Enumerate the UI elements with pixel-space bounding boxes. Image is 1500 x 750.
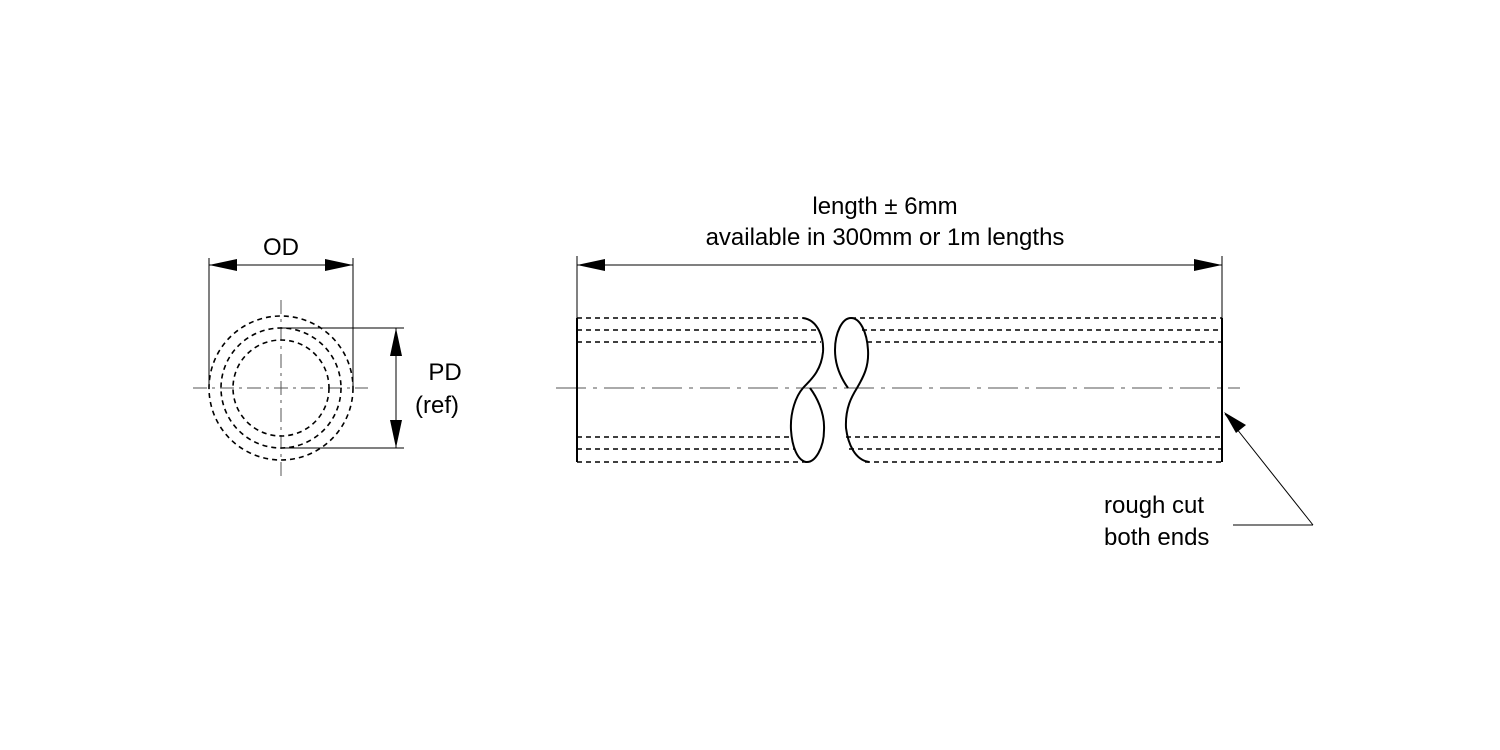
note-line-1: rough cut xyxy=(1104,492,1204,519)
rod-left-segment xyxy=(576,317,821,463)
length-arrowhead-right xyxy=(1194,259,1222,271)
note-line-2: both ends xyxy=(1104,524,1209,551)
length-dimension: length ± 6mm available in 300mm or 1m le… xyxy=(576,193,1223,318)
pd-ref-label: (ref) xyxy=(415,392,459,419)
od-dimension: OD xyxy=(208,234,354,388)
od-arrowhead-left xyxy=(209,259,237,271)
side-view: length ± 6mm available in 300mm or 1m le… xyxy=(556,193,1314,551)
note-leader-line xyxy=(1224,413,1314,526)
availability-label: available in 300mm or 1m lengths xyxy=(706,224,1065,251)
length-label: length ± 6mm xyxy=(812,193,957,220)
end-view: OD PD (ref) xyxy=(193,234,462,476)
pd-label: PD xyxy=(428,359,461,386)
end-cut-note: rough cut both ends xyxy=(1104,412,1314,551)
pd-arrowhead-top xyxy=(390,328,402,356)
od-arrowhead-right xyxy=(325,259,353,271)
pd-dimension: PD (ref) xyxy=(281,327,462,449)
break-symbol xyxy=(789,316,870,463)
note-leader-arrowhead xyxy=(1224,412,1246,433)
break-line-right xyxy=(833,316,870,463)
rod-right-segment xyxy=(846,317,1223,463)
pd-arrowhead-bottom xyxy=(390,420,402,448)
od-label: OD xyxy=(263,234,299,261)
length-arrowhead-left xyxy=(577,259,605,271)
inner-diameter-circle xyxy=(232,339,330,437)
break-line-left xyxy=(789,317,826,463)
